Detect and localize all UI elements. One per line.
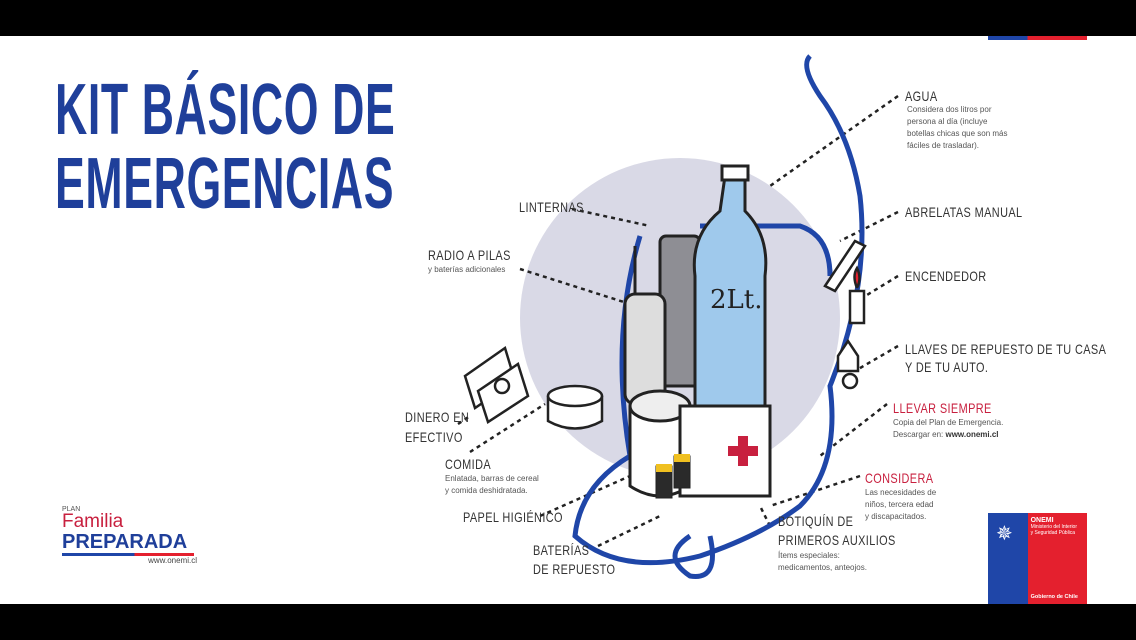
can-opener-icon [823,239,867,293]
coat-of-arms-icon: ✵ [996,523,1013,545]
backpack-illustration: 2Lt. [457,54,899,579]
money-icon [463,345,530,424]
onemi-link[interactable]: www.onemi.cl [945,430,999,439]
label-llaves-1: LLAVES DE REPUESTO DE TU CASA [905,341,1107,357]
label-baterias-1: BATERÍAS [533,542,590,558]
label-radio: RADIO A PILAS [428,247,511,263]
label-papel: PAPEL HIGIÉNICO [463,509,563,525]
desc-llevar-siempre: Copia del Plan de Emergencia. Descargar … [893,418,1004,439]
keys-icon [836,338,860,373]
label-llevar-siempre: LLEVAR SIEMPRE [893,400,992,416]
page-title-line2: EMERGENCIAS [55,144,395,224]
label-botiquin-1: BOTIQUÍN DE [778,513,854,529]
label-abrelatas: ABRELATAS MANUAL [905,204,1023,220]
label-baterias-2: DE REPUESTO [533,561,616,577]
flag-strip [988,36,1087,40]
page-title-line1: KIT BÁSICO DE [55,70,396,150]
label-botiquin-2: PRIMEROS AUXILIOS [778,532,896,548]
label-dinero-1: DINERO EN [405,409,470,425]
label-considera: CONSIDERA [865,470,934,486]
label-encendedor: ENCENDEDOR [905,268,987,284]
infographic: 2Lt. KIT BÁSICO DE EME [0,36,1136,604]
label-comida: COMIDA [445,456,492,472]
desc-radio: y baterías adicionales [428,265,506,274]
can-icon [546,384,604,430]
bottle-label: 2Lt. [710,285,763,315]
label-dinero-2: EFECTIVO [405,429,463,445]
label-linternas: LINTERNAS [519,199,584,215]
lighter-icon [848,289,866,325]
backpack-outline [572,54,865,579]
label-agua: AGUA [905,88,938,104]
plan-familia-preparada-logo: PLAN Familia PREPARADA www.onemi.cl [62,506,197,565]
onemi-logo: ✵ ONEMI Ministerio del Interior y Seguri… [988,513,1087,604]
label-llaves-2: Y DE TU AUTO. [905,359,989,375]
desc-botiquin: Ítems especiales:medicamentos, anteojos. [778,551,867,572]
leader-lines [457,94,899,548]
